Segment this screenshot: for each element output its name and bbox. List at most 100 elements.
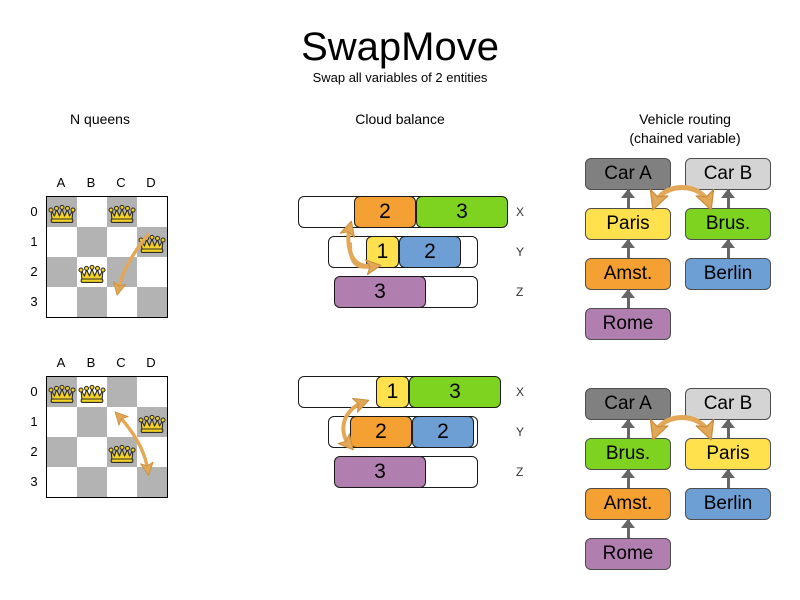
board-cell-C1[interactable] [107,407,137,437]
board-cell-C0[interactable] [107,377,137,407]
board-cell-B2[interactable] [77,257,107,287]
board-file-label-D: D [146,175,156,190]
vrp-node-brus[interactable]: Brus. [685,208,771,240]
section-heading-cloudbalance: Cloud balance [355,111,445,127]
board-rank-label-3: 3 [30,473,38,489]
board-rank-label-1: 1 [30,413,38,429]
process-block[interactable]: 2 [412,416,474,448]
board-cell-C2[interactable] [107,437,137,467]
board-cell-B3[interactable] [77,467,107,497]
board-file-label-D: D [146,355,156,370]
process-block[interactable]: 2 [350,416,412,448]
board-cell-D1[interactable] [137,227,167,257]
board-cell-D1[interactable] [137,407,167,437]
vrp-node-berlin[interactable]: Berlin [685,488,771,520]
chessboard [46,196,168,318]
vrp-node-rome[interactable]: Rome [585,538,671,570]
board-cell-A2[interactable] [47,437,77,467]
computer-label-Z: Z [516,285,524,299]
board-file-label-C: C [116,175,126,190]
process-block[interactable]: 3 [334,456,426,488]
vrp-node-berlin[interactable]: Berlin [685,258,771,290]
vrp-node-paris[interactable]: Paris [585,208,671,240]
board-cell-A3[interactable] [47,467,77,497]
board-cell-A1[interactable] [47,227,77,257]
process-block[interactable]: 1 [366,236,399,268]
board-file-label-A: A [56,175,66,190]
board-cell-D0[interactable] [137,197,167,227]
vrp-heading-line2: (chained variable) [629,130,741,146]
board-cell-A0[interactable] [47,377,77,407]
board-cell-A0[interactable] [47,197,77,227]
process-block[interactable]: 2 [399,236,461,268]
board-cell-B2[interactable] [77,437,107,467]
board-cell-C0[interactable] [107,197,137,227]
board-cell-C1[interactable] [107,227,137,257]
board-cell-D3[interactable] [137,287,167,317]
vrp-chain-arrowhead [721,189,735,198]
section-heading-nqueens: N queens [70,111,130,127]
vrp-chain-arrowhead [721,469,735,478]
board-file-label-C: C [116,355,126,370]
board-cell-C2[interactable] [107,257,137,287]
vrp-chain-link [727,470,730,488]
vrp-node-rome[interactable]: Rome [585,308,671,340]
board-cell-A1[interactable] [47,407,77,437]
process-block[interactable]: 3 [409,376,501,408]
board-cell-B0[interactable] [77,197,107,227]
section-heading-vehiclerouting: Vehicle routing (chained variable) [590,110,780,148]
computer-label-X: X [516,205,525,219]
vrp-node-brus[interactable]: Brus. [585,438,671,470]
vrp-chain-arrowhead [621,239,635,248]
vrp-chain-arrowhead [721,419,735,428]
board-cell-D2[interactable] [137,437,167,467]
board-rank-label-0: 0 [30,383,38,399]
board-cell-D3[interactable] [137,467,167,497]
board-cell-D2[interactable] [137,257,167,287]
board-cell-D0[interactable] [137,377,167,407]
vrp-node-amst[interactable]: Amst. [585,488,671,520]
board-cell-A3[interactable] [47,287,77,317]
computer-label-X: X [516,385,525,399]
board-cell-B0[interactable] [77,377,107,407]
vrp-node-carb[interactable]: Car B [685,158,771,190]
computer-label-Y: Y [516,425,525,439]
vrp-chain-link [727,420,730,438]
vrp-chain-link [627,420,630,438]
board-cell-B1[interactable] [77,407,107,437]
process-block[interactable]: 1 [376,376,409,408]
board-cell-B3[interactable] [77,287,107,317]
process-block[interactable]: 2 [354,196,416,228]
board-rank-label-3: 3 [30,293,38,309]
page-subtitle: Swap all variables of 2 entities [312,70,488,85]
vrp-node-amst[interactable]: Amst. [585,258,671,290]
vrp-heading-line1: Vehicle routing [639,111,731,127]
vrp-node-paris[interactable]: Paris [685,438,771,470]
vrp-node-carb[interactable]: Car B [685,388,771,420]
vrp-chain-link [727,190,730,208]
computer-label-Y: Y [516,245,525,259]
process-block[interactable]: 3 [416,196,508,228]
board-rank-label-2: 2 [30,443,38,459]
process-block[interactable]: 3 [334,276,426,308]
vrp-chain-arrowhead [621,289,635,298]
board-cell-C3[interactable] [107,467,137,497]
vrp-chain-link [627,190,630,208]
board-file-label-A: A [56,355,66,370]
vrp-node-cara[interactable]: Car A [585,158,671,190]
board-cell-C3[interactable] [107,287,137,317]
board-cell-A2[interactable] [47,257,77,287]
vrp-node-cara[interactable]: Car A [585,388,671,420]
board-cell-B1[interactable] [77,227,107,257]
